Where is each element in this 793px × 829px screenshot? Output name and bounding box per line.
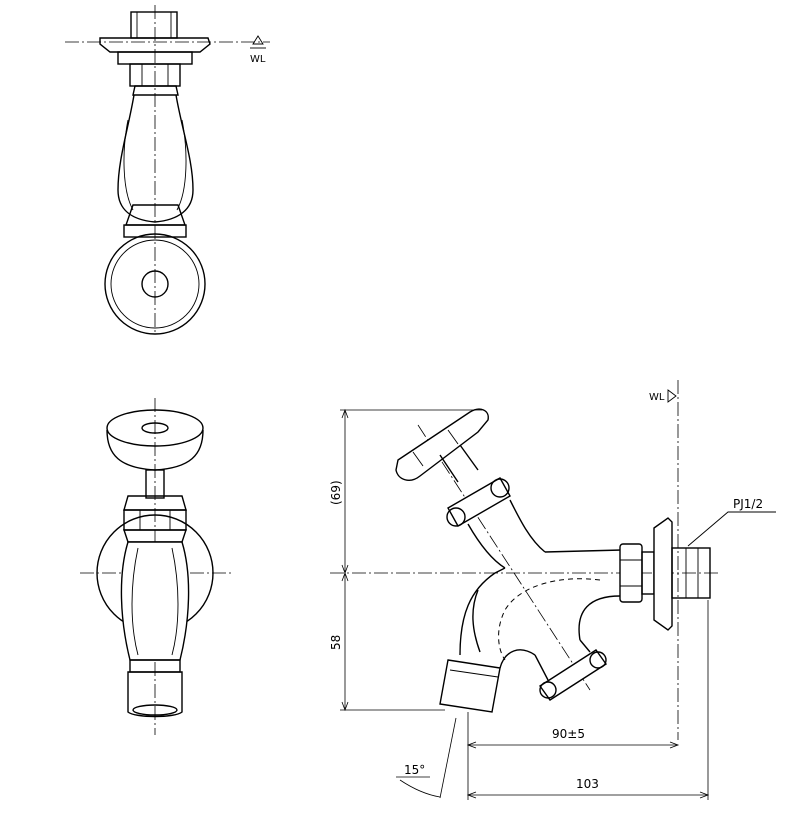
dimension-lines bbox=[340, 408, 710, 800]
dim-angle: 15° bbox=[404, 763, 425, 777]
pipe-thread-label: PJ1/2 bbox=[733, 497, 763, 511]
top-view bbox=[65, 5, 270, 335]
dim-height-lower: 58 bbox=[329, 635, 343, 650]
wl-label-side: WL bbox=[649, 392, 665, 403]
dim-length-outer: 103 bbox=[576, 777, 599, 791]
dim-length-inner: 90±5 bbox=[552, 727, 585, 741]
front-view bbox=[80, 398, 232, 735]
side-view bbox=[330, 380, 776, 740]
dim-height-upper: (69) bbox=[329, 480, 343, 505]
wl-label-top: WL bbox=[250, 54, 266, 65]
